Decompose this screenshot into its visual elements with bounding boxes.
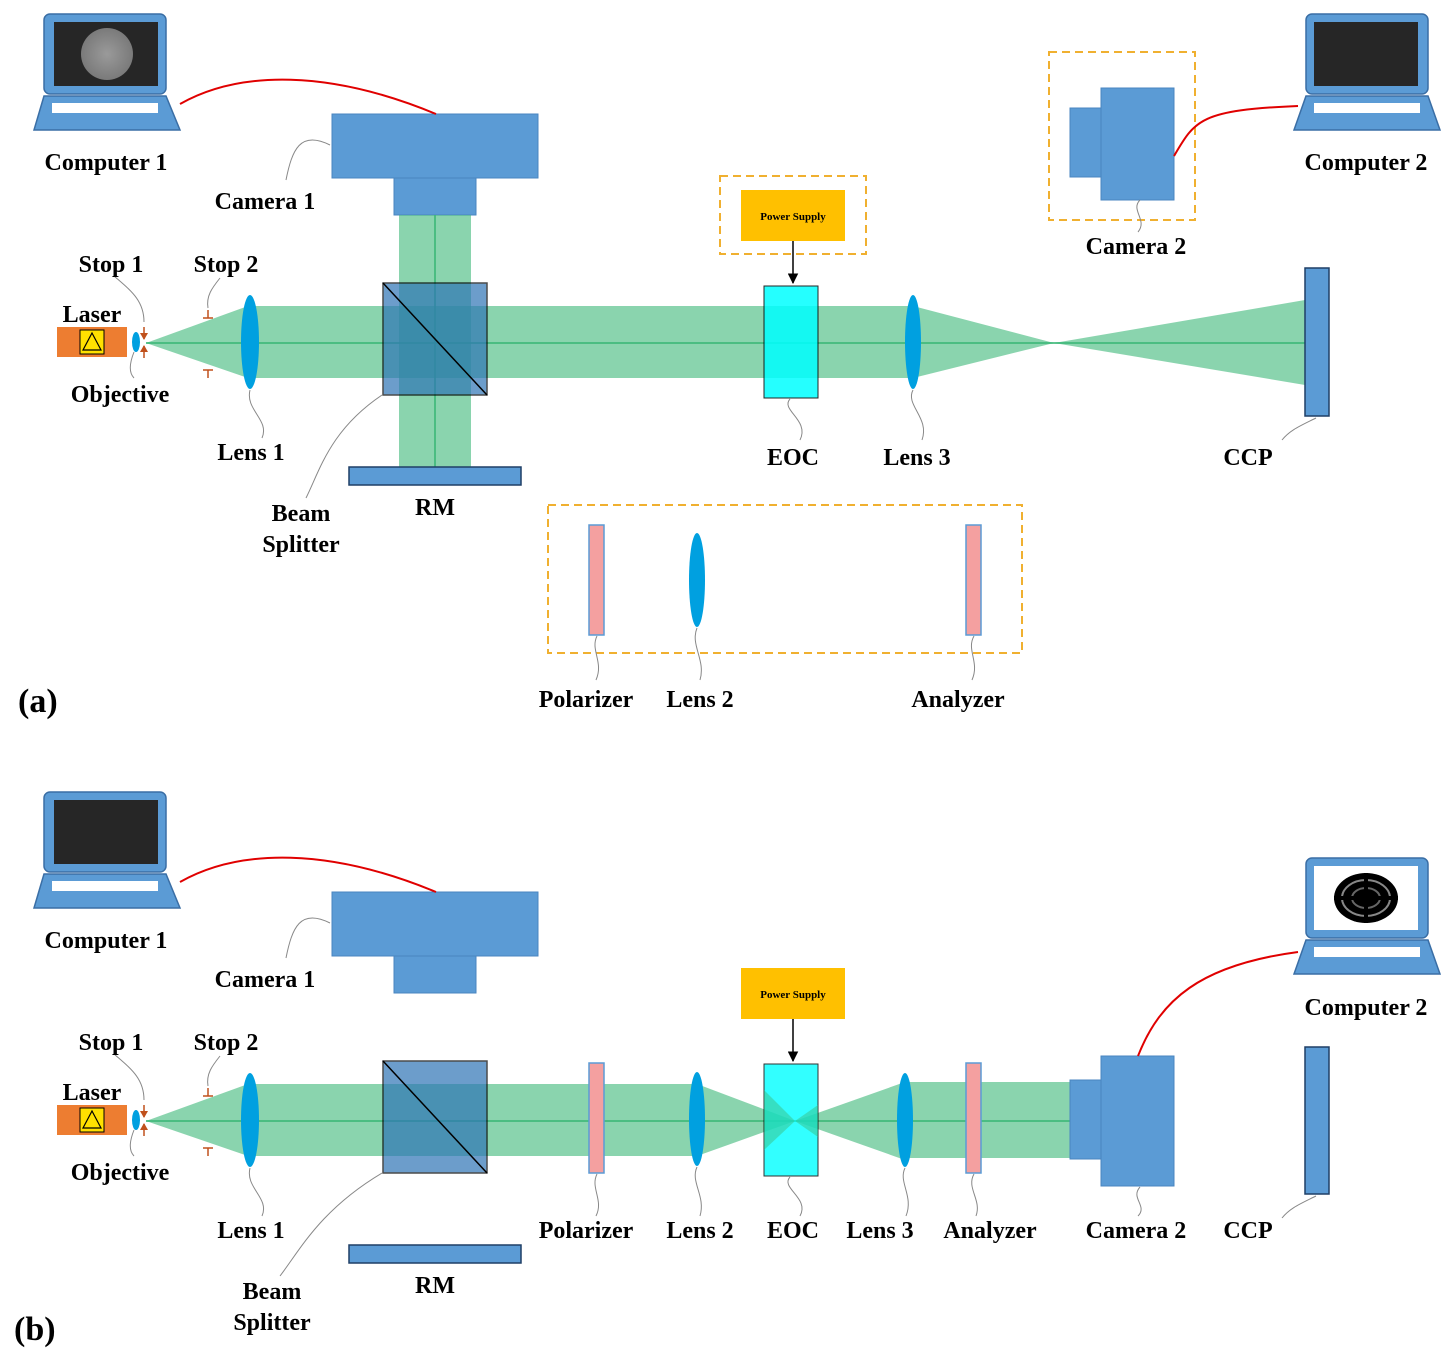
beam-splitter — [382, 282, 488, 396]
computer-1-label: Computer 1 — [45, 928, 168, 954]
ccp — [1304, 1046, 1330, 1195]
eoc — [763, 285, 819, 399]
camera-1-label: Camera 1 — [215, 967, 316, 993]
computer-2-label: Computer 2 — [1305, 995, 1428, 1021]
power-supply-box-a — [719, 175, 867, 255]
objective-lens — [132, 332, 140, 352]
objective-lens — [132, 1110, 140, 1130]
computer-1-icon — [32, 13, 182, 131]
objective-label: Objective — [71, 1160, 170, 1186]
lens-1-label: Lens 1 — [217, 1218, 284, 1244]
computer-2-label: Computer 2 — [1305, 150, 1428, 176]
stop-1-label: Stop 1 — [79, 1030, 144, 1056]
analyzer — [965, 524, 982, 636]
rm-label: RM — [415, 495, 455, 521]
eoc-label: EOC — [767, 445, 819, 471]
stop-1-label: Stop 1 — [79, 252, 144, 278]
interference-pattern-icon — [1334, 873, 1398, 923]
objective-label: Objective — [71, 382, 170, 408]
panel-a: Computer 1 Camera 1 Laser Objective — [18, 13, 1442, 720]
power-supply — [741, 968, 845, 1019]
ccp — [1304, 267, 1330, 417]
lens-2-label: Lens 2 — [666, 1218, 733, 1244]
eoc-label: EOC — [767, 1218, 819, 1244]
rm-label: RM — [415, 1273, 455, 1299]
computer-2-icon — [1292, 13, 1442, 131]
eoc — [763, 1063, 819, 1177]
stop-2 — [203, 310, 213, 378]
lens-1-label: Lens 1 — [217, 440, 284, 466]
polarizer — [588, 1062, 605, 1174]
computer-1-icon — [32, 791, 182, 909]
beam-splitter-label-line1: Beam — [243, 1279, 302, 1305]
analyzer-label: Analyzer — [911, 687, 1005, 713]
lens-3-label: Lens 3 — [883, 445, 950, 471]
reference-mirror — [348, 1244, 522, 1264]
computer-1-label: Computer 1 — [45, 150, 168, 176]
analyzer-label: Analyzer — [943, 1218, 1037, 1244]
camera-2 — [1069, 1055, 1175, 1187]
polarizer-label: Polarizer — [539, 1218, 634, 1244]
camera-1-label: Camera 1 — [215, 189, 316, 215]
laser — [57, 327, 127, 357]
camera-2-box-a — [1048, 51, 1196, 221]
lens-2 — [689, 533, 705, 627]
power-supply-label: Power Supply — [760, 989, 826, 1001]
camera-2-label: Camera 2 — [1086, 234, 1187, 260]
power-supply-label: Power Supply — [760, 211, 826, 223]
stop-1 — [140, 327, 148, 358]
polarizer — [588, 524, 605, 636]
camera-2-label: Camera 2 — [1086, 1218, 1187, 1244]
stop-2-label: Stop 2 — [194, 252, 259, 278]
cable-computer1-camera1 — [179, 856, 437, 893]
lens-1 — [241, 295, 259, 389]
power-supply — [741, 190, 845, 241]
ccp-label: CCP — [1223, 445, 1272, 471]
lens-3-label: Lens 3 — [846, 1218, 913, 1244]
panel-b-tag: (b) — [14, 1311, 56, 1348]
lens-3 — [897, 1073, 913, 1167]
beam-splitter-label-line2: Splitter — [233, 1310, 311, 1336]
lens-2 — [689, 1072, 705, 1166]
stop-1 — [140, 1105, 148, 1136]
laser-warning-icon — [82, 331, 102, 351]
lens-1 — [241, 1073, 259, 1167]
lens-2-label: Lens 2 — [666, 687, 733, 713]
polarization-module-box — [547, 504, 1023, 654]
cable-camera2-computer2 — [1173, 105, 1299, 157]
beam-splitter — [382, 1060, 488, 1174]
beam-splitter-label-line2: Splitter — [262, 532, 340, 558]
reference-mirror — [348, 466, 522, 486]
ccp-label: CCP — [1223, 1218, 1272, 1244]
lens-3 — [905, 295, 921, 389]
analyzer — [965, 1062, 982, 1174]
laser-label: Laser — [63, 1080, 122, 1106]
polarizer-label: Polarizer — [539, 687, 634, 713]
beam-splitter-label-line1: Beam — [272, 501, 331, 527]
camera-2 — [1069, 87, 1175, 201]
camera-1-leader — [285, 139, 331, 181]
laser — [57, 1105, 127, 1135]
panel-b: Computer 1 Camera 1 Laser Objective — [14, 791, 1442, 1348]
stop-2-label: Stop 2 — [194, 1030, 259, 1056]
panel-a-tag: (a) — [18, 683, 58, 720]
computer-2-icon — [1292, 857, 1442, 975]
cable-computer1-camera1 — [179, 78, 437, 115]
cable-camera2-computer2 — [1137, 951, 1299, 1057]
laser-warning-icon — [82, 1109, 102, 1129]
laser-label: Laser — [63, 302, 122, 328]
stop-2 — [203, 1088, 213, 1156]
camera-1 — [331, 113, 539, 216]
camera-1 — [331, 891, 539, 994]
